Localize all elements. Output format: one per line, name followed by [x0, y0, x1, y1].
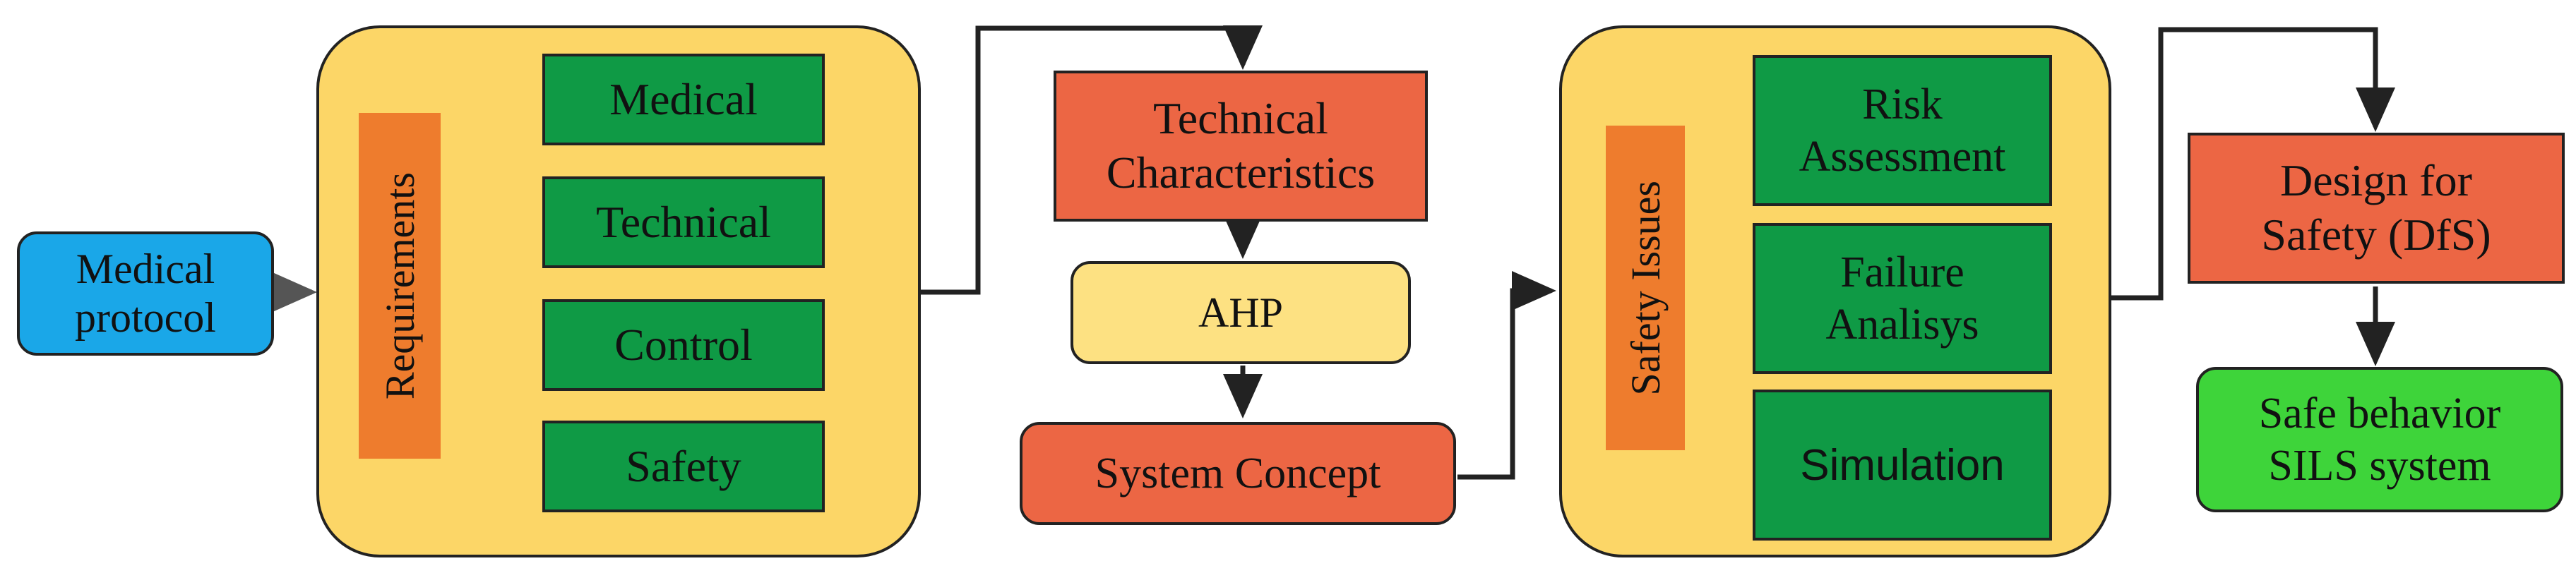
safe-behavior-node: Safe behavior SILS system [2196, 367, 2563, 512]
arrow-safety-issues-to-dfs [2111, 27, 2395, 301]
requirement-medical: Medical [542, 54, 825, 145]
requirement-safety: Safety [542, 421, 825, 512]
technical-characteristics-node: Technical Characteristics [1054, 71, 1428, 222]
arrow-concept-to-safety-issues [1457, 271, 1556, 480]
system-concept-node: System Concept [1020, 422, 1456, 525]
safety-issues-label-box: Safety Issues [1606, 126, 1685, 450]
requirements-label-box: Requirements [359, 113, 441, 459]
requirements-label: Requirements [376, 171, 423, 400]
failure-analisys-item: Failure Analisys [1753, 223, 2052, 374]
safety-issues-label: Safety Issues [1622, 180, 1669, 396]
ahp-node: AHP [1071, 261, 1411, 364]
medical-protocol-node: Medical protocol [17, 231, 274, 356]
requirement-control: Control [542, 299, 825, 391]
risk-assessment-item: Risk Assessment [1753, 55, 2052, 206]
design-for-safety-node: Design for Safety (DfS) [2188, 133, 2565, 284]
simulation-item: Simulation [1753, 390, 2052, 541]
arrow-requirements-to-characteristics [921, 25, 1263, 295]
requirement-technical: Technical [542, 176, 825, 268]
